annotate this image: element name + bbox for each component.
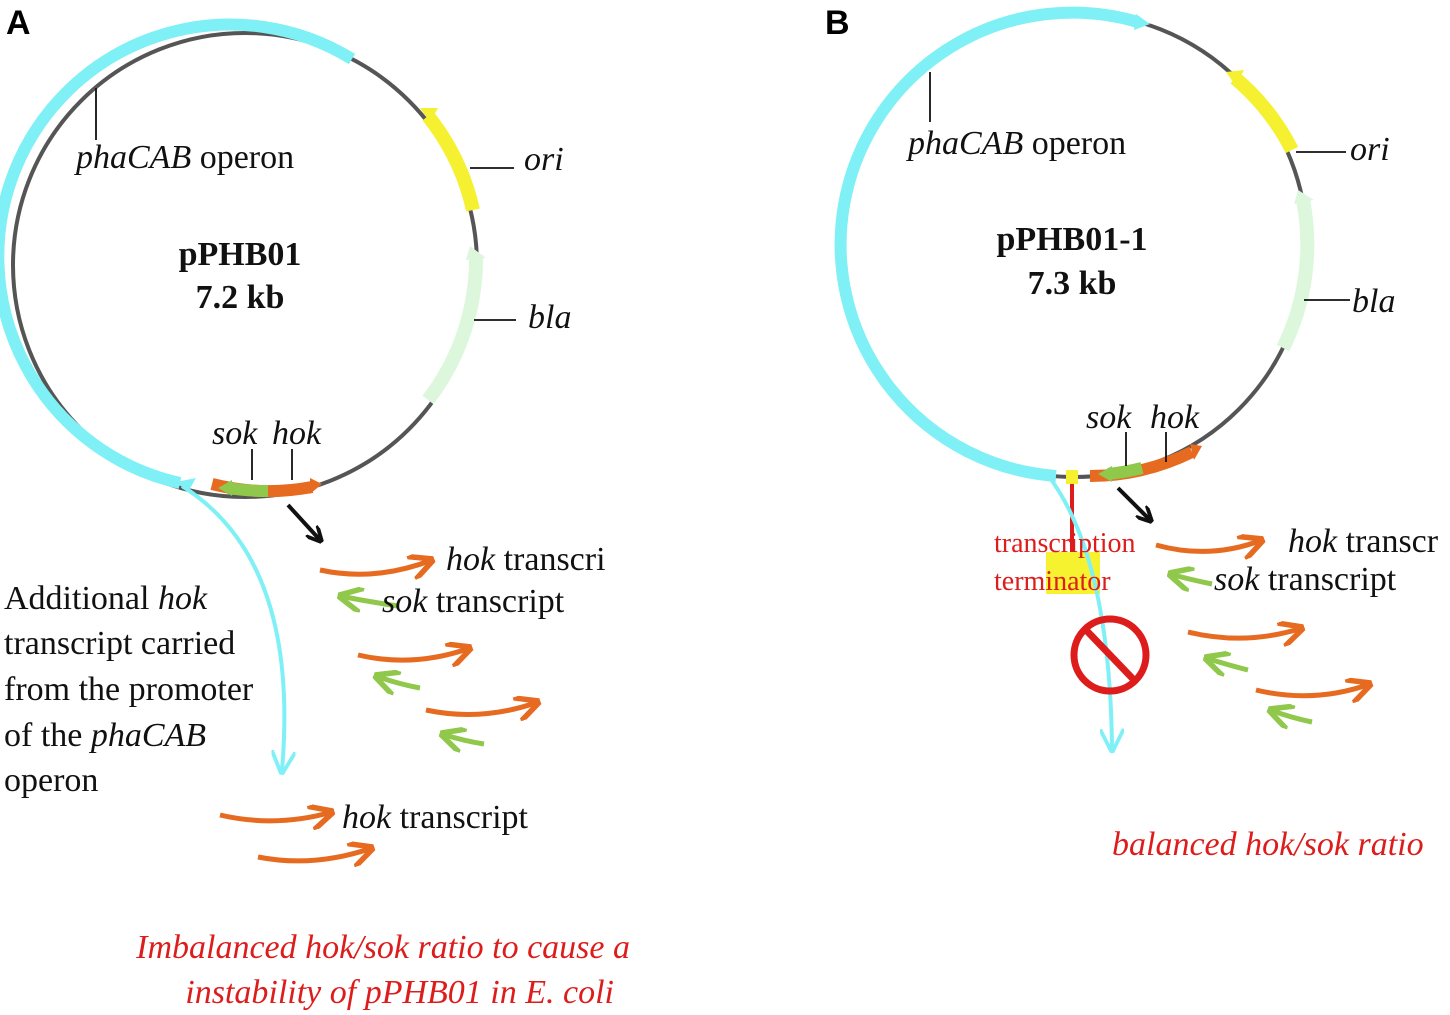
additional-transcript-note: Additional hok transcript carried from t… <box>4 580 254 799</box>
sok-arrow <box>340 596 399 606</box>
plasmid-name-b: pPHB01-1 <box>996 221 1147 258</box>
note-line5: operon <box>4 762 98 799</box>
extra-hok-transcript-label: hok transcript <box>342 799 529 836</box>
bla-segment-a <box>422 254 484 405</box>
hok-word: hok <box>342 799 392 836</box>
transcription-arrow-b <box>1116 486 1150 520</box>
sok-arrow <box>1206 658 1249 670</box>
hok-arrow <box>357 648 470 660</box>
note-line2: transcript carried <box>4 625 235 662</box>
ori-segment-a <box>422 111 480 212</box>
ori-label-a: ori <box>524 141 564 178</box>
note-line1a: Additional <box>4 580 158 617</box>
panel-b-letter: B <box>825 4 850 42</box>
hok-word: hok <box>1288 523 1338 560</box>
svg-text:Additional hok: Additional hok <box>4 580 208 617</box>
note-line4a: of the <box>4 717 91 754</box>
operon-word-a: operon <box>191 139 294 176</box>
terminator-marker-b <box>1066 470 1078 484</box>
plasmid-name-a: pPHB01 <box>179 236 302 273</box>
plasmid-size-a: 7.2 kb <box>196 279 285 316</box>
transcript-word: transcr <box>1337 523 1439 560</box>
hok-arrow <box>257 848 372 861</box>
hok-transcript-label-a: hok transcri <box>446 541 606 578</box>
operon-name-b: phaCAB <box>906 125 1023 162</box>
hok-arrow <box>219 812 332 821</box>
hok-arrow <box>319 560 432 574</box>
plasmid-map-b <box>834 6 1315 484</box>
operon-name-a: phaCAB <box>74 139 191 176</box>
transcription-arrow-a <box>286 503 320 540</box>
conclusion-b: balanced hok/sok ratio <box>1112 826 1424 863</box>
phacab-segment-a <box>0 18 356 489</box>
readthrough-arrow-a <box>180 484 284 770</box>
svg-text:of the phaCAB: of the phaCAB <box>4 717 206 754</box>
plasmid-map-a <box>0 18 486 499</box>
bla-segment-b <box>1276 198 1315 352</box>
sok-transcript-label-b: sok transcript <box>1214 561 1397 598</box>
sok-word: sok <box>382 583 428 620</box>
transcript-word: transcript <box>1259 561 1396 598</box>
hok-arrow <box>1255 684 1370 696</box>
sok-arrow <box>442 734 485 744</box>
hok-label-b: hok <box>1150 399 1200 436</box>
no-entry-icon <box>1070 615 1150 695</box>
ori-segment-b <box>1230 72 1299 154</box>
sok-label-a: sok <box>212 415 258 452</box>
transcript-word: transcript <box>427 583 564 620</box>
bla-label-b: bla <box>1352 283 1395 320</box>
sok-arrow <box>376 676 421 688</box>
hok-arrow <box>1155 540 1262 551</box>
plasmid-size-b: 7.3 kb <box>1028 265 1117 302</box>
note-line3: from the promoter <box>4 671 254 708</box>
operon-label-b: phaCAB operon <box>906 125 1126 162</box>
operon-word-b: operon <box>1023 125 1126 162</box>
hok-arrow <box>425 702 538 715</box>
transcript-arrows-b <box>1155 540 1370 722</box>
sok-label-b: sok <box>1086 399 1132 436</box>
sok-word: sok <box>1214 561 1260 598</box>
sok-transcript-label-a: sok transcript <box>382 583 565 620</box>
phacab-segment-b <box>834 6 1140 482</box>
panel-a-letter: A <box>6 4 31 42</box>
transcript-word: transcript <box>391 799 528 836</box>
transcript-arrows-a <box>219 560 538 861</box>
sok-gene-b <box>1107 462 1144 480</box>
bla-label-a: bla <box>528 299 571 336</box>
hok-word: hok <box>446 541 496 578</box>
note-line1b: hok <box>158 580 208 617</box>
hok-transcript-label-b: hok transcr <box>1288 523 1439 560</box>
conclusion-a-line1: Imbalanced hok/sok ratio to cause a <box>135 929 630 966</box>
note-line4b: phaCAB <box>89 717 206 754</box>
hok-label-a: hok <box>272 415 322 452</box>
sok-arrow <box>1270 710 1313 722</box>
ori-label-b: ori <box>1350 131 1390 168</box>
operon-label-a: phaCAB operon <box>74 139 294 176</box>
conclusion-a-line2: instability of pPHB01 in E. coli <box>185 974 614 1011</box>
sok-arrow <box>1170 574 1213 584</box>
transcript-word: transcri <box>495 541 605 578</box>
terminator-label-line2: terminator <box>994 566 1111 597</box>
readthrough-arrow-b <box>1048 476 1112 748</box>
sok-gene-a <box>227 482 269 498</box>
terminator-label-line1: transcription <box>994 528 1136 559</box>
hok-arrow <box>1187 628 1302 638</box>
